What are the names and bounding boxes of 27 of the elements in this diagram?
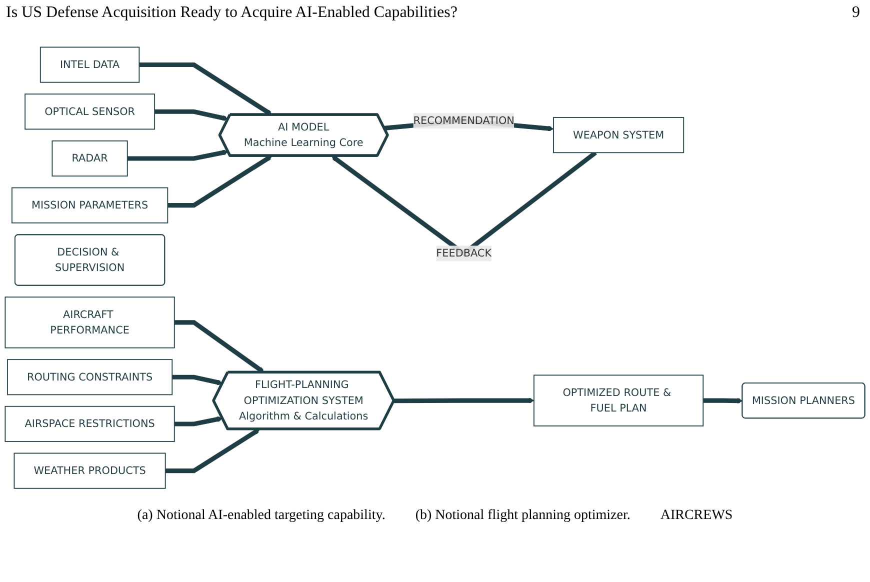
node-box: OPTICAL SENSOR	[24, 94, 156, 130]
arrow	[154, 110, 228, 122]
running-head: Is US Defense Acquisition Ready to Acquire AI-Enabled Capabilities?	[6, 4, 458, 23]
node-box: AIRSPACE RESTRICTIONS	[4, 406, 175, 442]
node-box: ROUTING CONSTRAINTS	[6, 359, 173, 396]
node-box: OPTIMIZED ROUTE & FUEL PLAN	[533, 374, 704, 427]
role-label: AIRCREWS	[660, 508, 733, 524]
node-box: WEATHER PRODUCTS	[14, 452, 166, 490]
arrow	[703, 398, 743, 404]
arrow	[172, 375, 223, 386]
arrow	[174, 320, 264, 374]
arrow	[127, 150, 228, 161]
figure-caption: (b) Notional flight planning optimizer.	[415, 508, 630, 524]
arrow	[174, 416, 223, 426]
arrow	[139, 62, 272, 116]
arrow	[168, 156, 272, 208]
arrow	[394, 398, 534, 404]
edge-label: FEEDBACK	[436, 247, 492, 260]
node-box: RADAR	[52, 140, 128, 177]
edge-label: RECOMMENDATION	[413, 114, 514, 127]
arrow	[165, 428, 260, 474]
node-box: AIRCRAFT PERFORMANCE	[4, 296, 175, 349]
figure-caption: (a) Notional AI-enabled targeting capability.	[137, 508, 386, 524]
page-number: 9	[852, 4, 860, 23]
node-box: WEAPON SYSTEM	[553, 117, 684, 154]
node-box: INTEL DATA	[40, 46, 140, 84]
node-box: MISSION PARAMETERS	[11, 187, 168, 224]
